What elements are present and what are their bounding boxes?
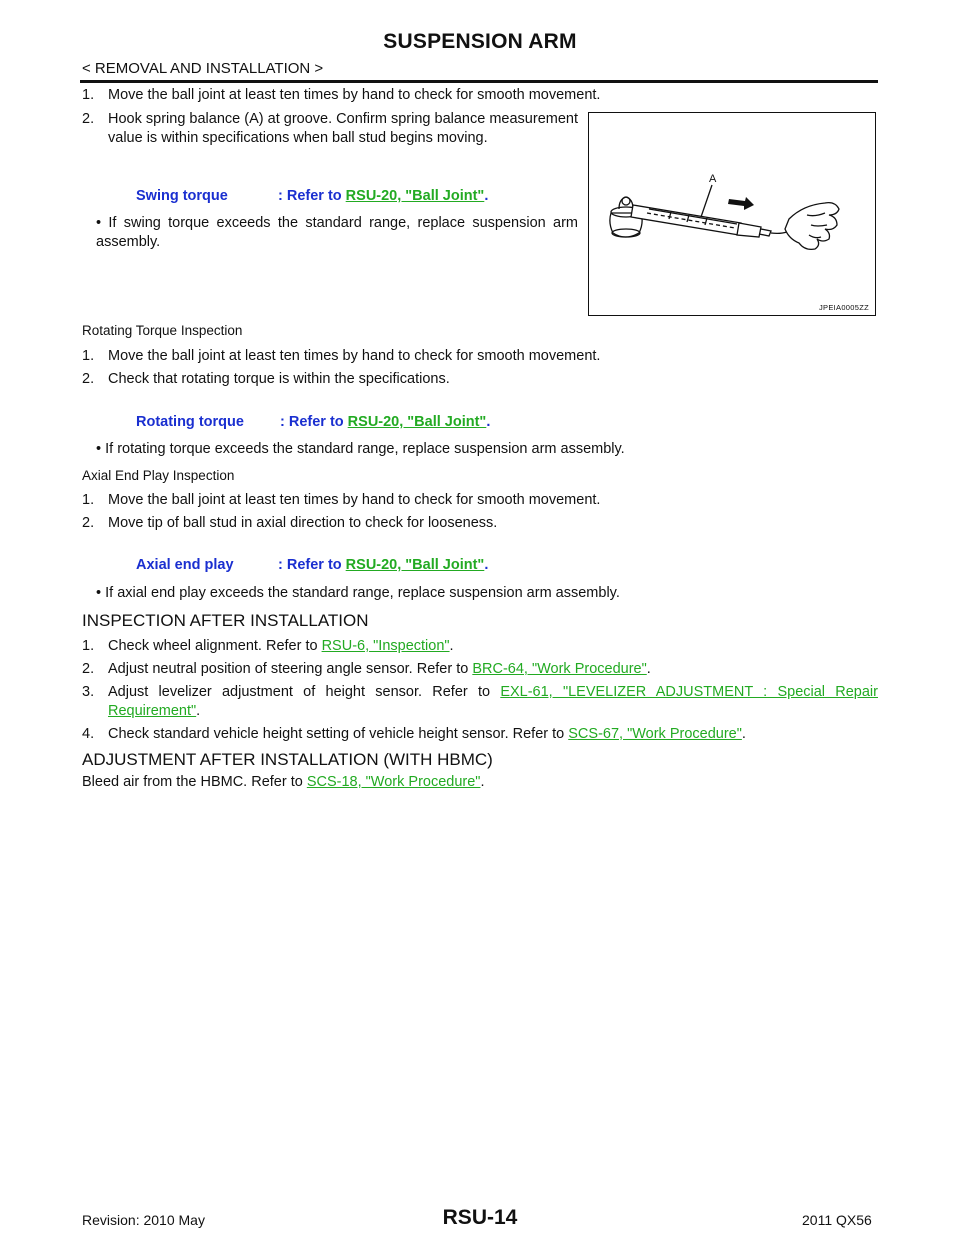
scs-67-work-procedure-link[interactable]: SCS-67, "Work Procedure" xyxy=(568,726,742,742)
after-install-step-2: 2.Adjust neutral position of steering an… xyxy=(82,661,651,677)
rotating-torque-link[interactable]: RSU-20, "Ball Joint" xyxy=(347,414,487,430)
axial-step-1: 1.Move the ball joint at least ten times… xyxy=(82,492,601,508)
figure-code: JPEIA0005ZZ xyxy=(819,303,869,312)
rotating-bullet: • If rotating torque exceeds the standar… xyxy=(96,441,625,457)
rotating-heading: Rotating Torque Inspection xyxy=(82,323,243,338)
page-number: RSU-14 xyxy=(442,1206,518,1229)
after-install-step-1: 1.Check wheel alignment. Refer to RSU-6,… xyxy=(82,638,454,654)
axial-end-play-spec: Axial end play: Refer to RSU-20, "Ball J… xyxy=(136,557,489,573)
after-install-step-3: 3. Adjust levelizer adjustment of height… xyxy=(82,684,878,719)
swing-step-2: 2. Hook spring balance (A) at groove. Co… xyxy=(82,111,578,146)
direction-arrow-icon xyxy=(728,197,754,210)
model-year: 2011 QX56 xyxy=(802,1212,872,1228)
rotating-torque-spec: Rotating torque: Refer to RSU-20, "Ball … xyxy=(136,414,491,430)
after-install-step-4: 4.Check standard vehicle height setting … xyxy=(82,726,746,742)
rotating-step-2: 2.Check that rotating torque is within t… xyxy=(82,371,450,387)
axial-step-2: 2.Move tip of ball stud in axial directi… xyxy=(82,515,498,531)
swing-torque-spec: Swing torque: Refer to RSU-20, "Ball Joi… xyxy=(136,188,489,204)
revision-date: Revision: 2010 May xyxy=(82,1212,205,1228)
header-rule xyxy=(80,80,878,83)
spring-balance-figure: A JPEIA0005ZZ xyxy=(588,112,876,316)
section-breadcrumb: < REMOVAL AND INSTALLATION > xyxy=(82,60,324,77)
swing-torque-link[interactable]: RSU-20, "Ball Joint" xyxy=(345,188,485,204)
axial-heading: Axial End Play Inspection xyxy=(82,468,235,483)
exl-61-levelizer-link[interactable]: EXL-61, "LEVELIZER ADJUSTMENT : Special … xyxy=(108,684,878,719)
rotating-step-1: 1.Move the ball joint at least ten times… xyxy=(82,348,601,364)
axial-end-play-link[interactable]: RSU-20, "Ball Joint" xyxy=(345,557,485,573)
inspection-after-installation-heading: INSPECTION AFTER INSTALLATION xyxy=(82,611,369,630)
adjustment-text: Bleed air from the HBMC. Refer to SCS-18… xyxy=(82,774,485,790)
brc-64-work-procedure-link[interactable]: BRC-64, "Work Procedure" xyxy=(472,661,647,677)
axial-bullet: • If axial end play exceeds the standard… xyxy=(96,585,620,601)
figure-label-a: A xyxy=(709,173,717,185)
adjustment-after-installation-heading: ADJUSTMENT AFTER INSTALLATION (WITH HBMC… xyxy=(82,750,493,769)
scs-18-work-procedure-link[interactable]: SCS-18, "Work Procedure" xyxy=(306,774,481,790)
swing-bullet: • If swing torque exceeds the standard r… xyxy=(96,215,578,250)
spring-balance-illustration xyxy=(609,184,840,251)
swing-step-1: 1.Move the ball joint at least ten times… xyxy=(82,87,601,103)
rsu-6-inspection-link[interactable]: RSU-6, "Inspection" xyxy=(321,638,450,654)
page-title: SUSPENSION ARM xyxy=(383,30,577,53)
